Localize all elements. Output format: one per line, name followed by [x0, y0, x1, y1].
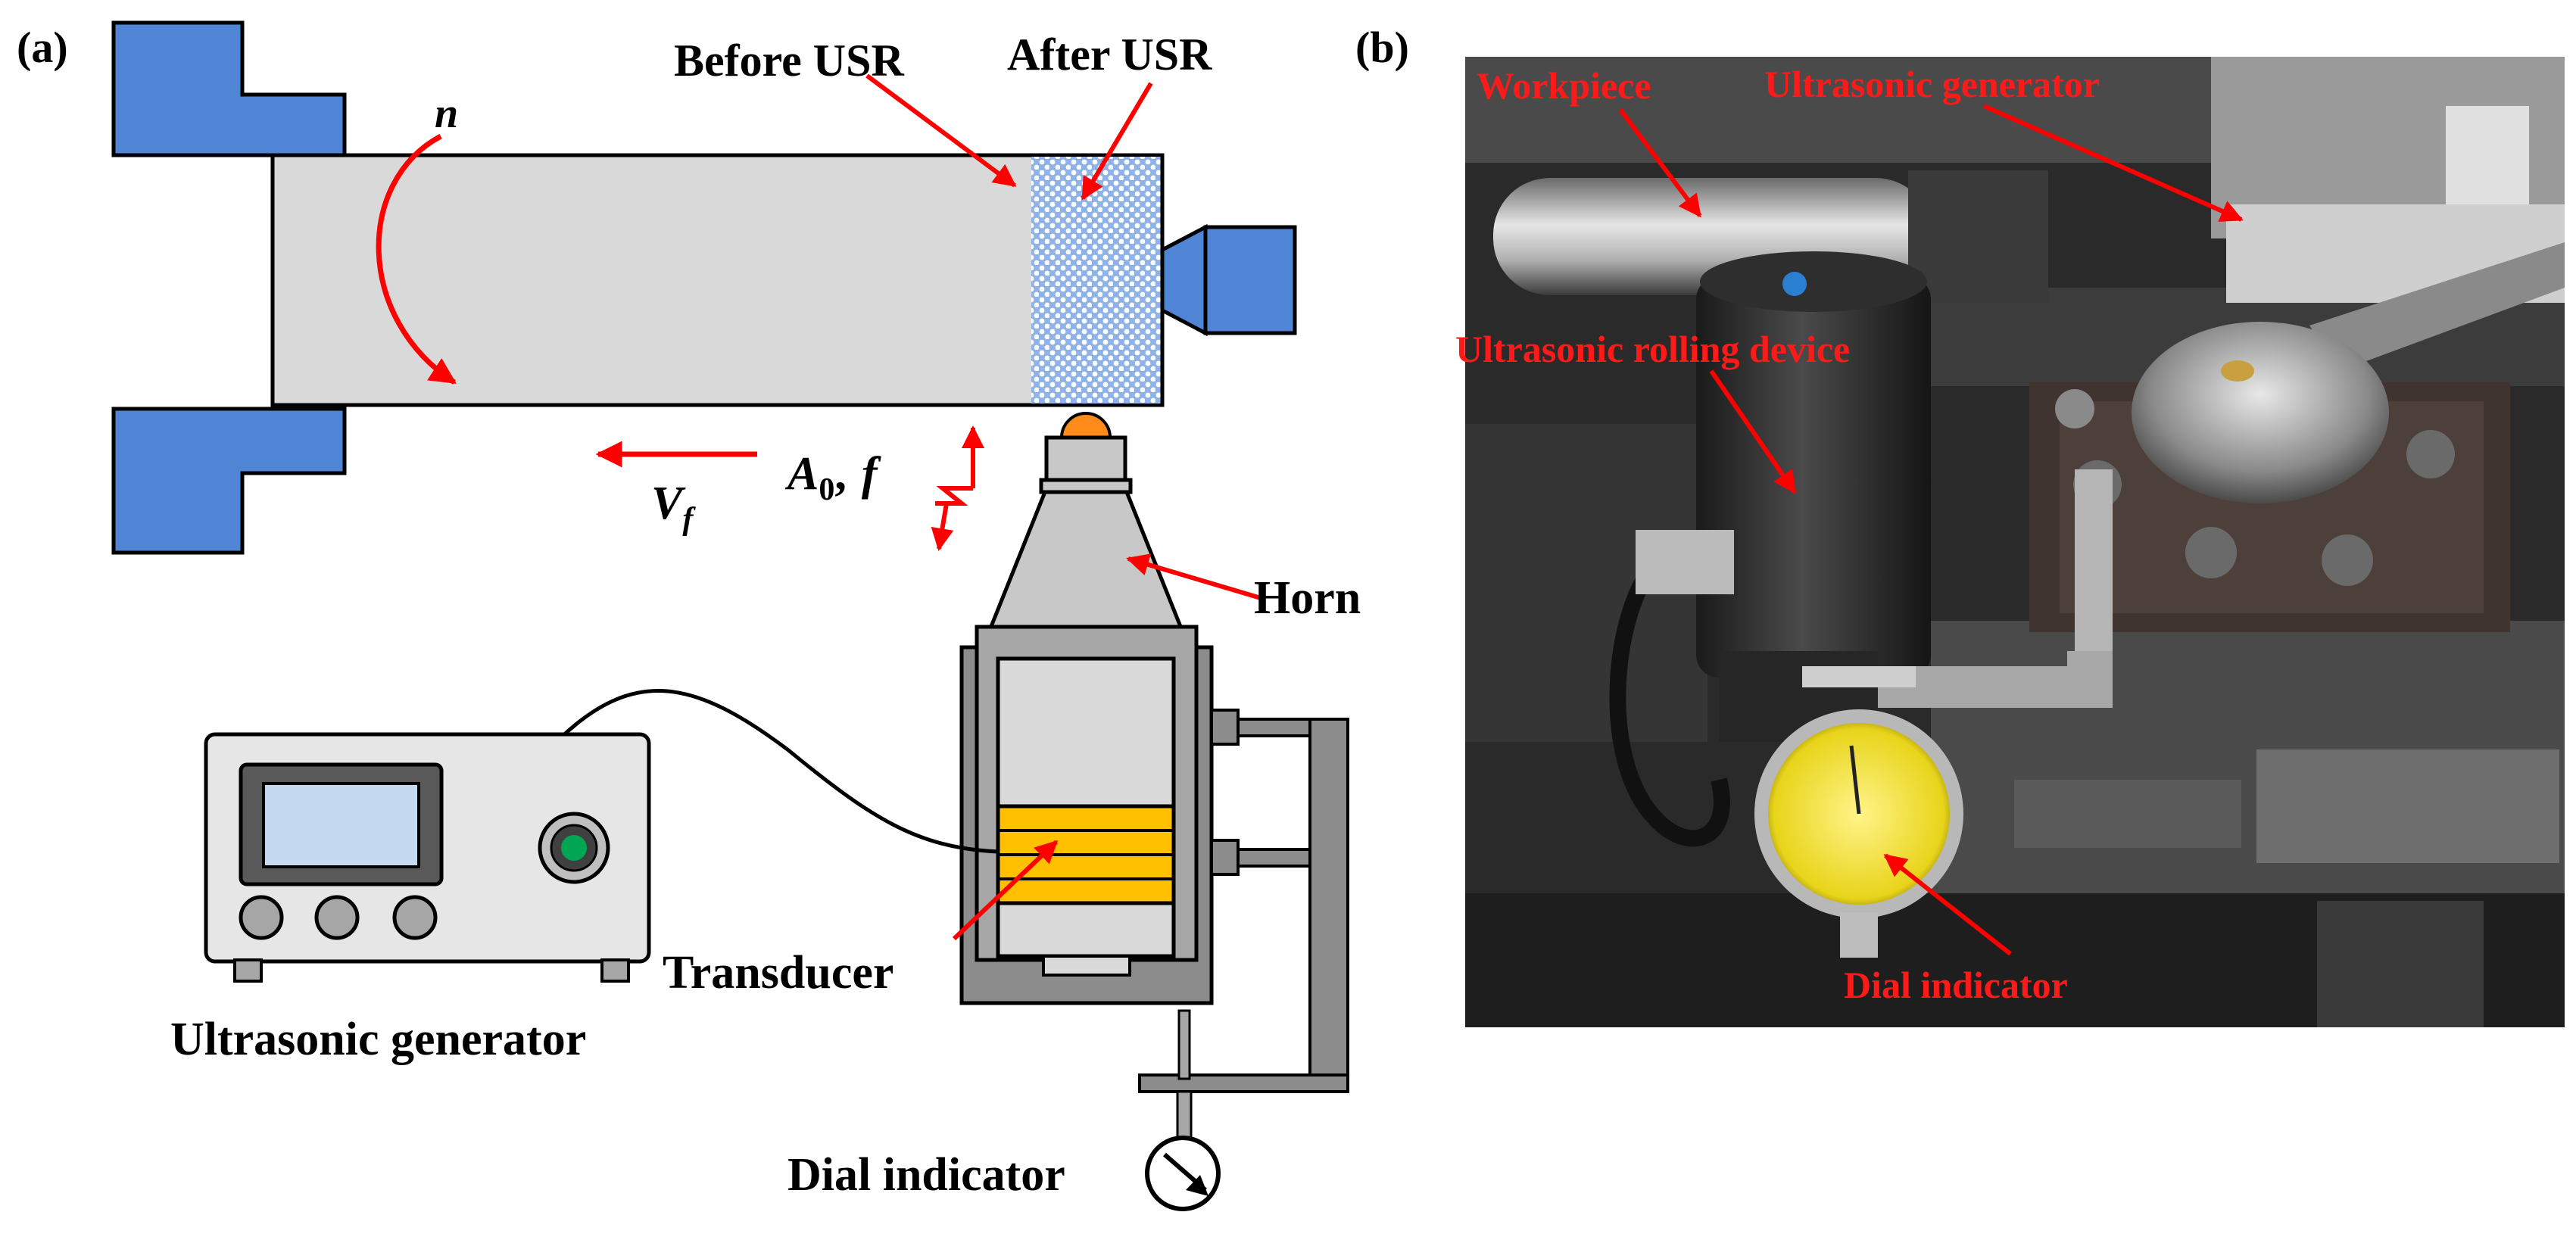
generator-screen: [262, 782, 420, 868]
dial-stem: [1177, 1009, 1191, 1080]
rotation-arrow: [376, 133, 457, 385]
feed-subscript: f: [682, 502, 696, 537]
panel-a-label: (a): [17, 23, 68, 72]
chuck-jaw-top: [111, 20, 347, 157]
feed-symbol: V: [651, 478, 686, 529]
amplitude-symbol: A: [784, 448, 819, 500]
rotation-label: n: [435, 90, 458, 137]
horn-arrow: [1126, 553, 1261, 600]
horn-tip: [1044, 435, 1127, 482]
workpiece: [270, 153, 1165, 407]
chuck-jaw-bottom: [111, 407, 347, 555]
rolling-device-label: Ultrasonic rolling device: [1455, 328, 1850, 370]
rolling-ball: [1059, 412, 1112, 439]
horn-base: [996, 656, 1176, 809]
dial-arrow-b: [1883, 853, 2012, 956]
after-usr-label: After USR: [1007, 30, 1212, 79]
transducer-arrow: [952, 840, 1059, 941]
amplitude-label: A0, f: [784, 448, 881, 507]
workpiece-label: Workpiece: [1477, 64, 1651, 107]
horn-label: Horn: [1254, 572, 1361, 624]
bracket-upright: [1308, 718, 1349, 1092]
vibration-arrow-down: [931, 503, 954, 551]
generator-knob-2: [314, 895, 360, 940]
dial-label-b: Dial indicator: [1844, 964, 2068, 1006]
bracket-base: [1138, 1073, 1349, 1093]
transducer-label: Transducer: [663, 947, 893, 999]
rolling-device-arrow: [1709, 369, 1797, 494]
generator-label-a: Ultrasonic generator: [170, 1014, 586, 1065]
photo-rolling-device: [1696, 276, 1931, 678]
dial-label-a: Dial indicator: [787, 1149, 1065, 1201]
after-usr-arrow: [1081, 82, 1153, 201]
treated-surface: [1031, 157, 1161, 404]
frequency-symbol: f: [862, 448, 881, 500]
feed-label: Vf: [651, 478, 696, 537]
tailstock-center: [1160, 223, 1208, 337]
generator-cable: [559, 689, 999, 854]
photo-tool-post-cap: [2132, 322, 2389, 503]
horn: [987, 490, 1184, 631]
vibration-zigzag: [935, 486, 973, 506]
generator-knob-3: [392, 895, 438, 940]
generator-arrow-b: [1982, 104, 2244, 222]
workpiece-arrow: [1618, 108, 1702, 218]
generator-knob-1: [239, 895, 284, 940]
generator-label-b: Ultrasonic generator: [1764, 63, 2100, 105]
dial-gauge: [1145, 1136, 1221, 1211]
panel-b-label: (b): [1355, 23, 1409, 72]
photo: [1465, 57, 2565, 1027]
amplitude-comma: ,: [834, 448, 847, 500]
amplitude-subscript: 0: [819, 472, 834, 507]
before-usr-arrow: [865, 73, 1017, 188]
